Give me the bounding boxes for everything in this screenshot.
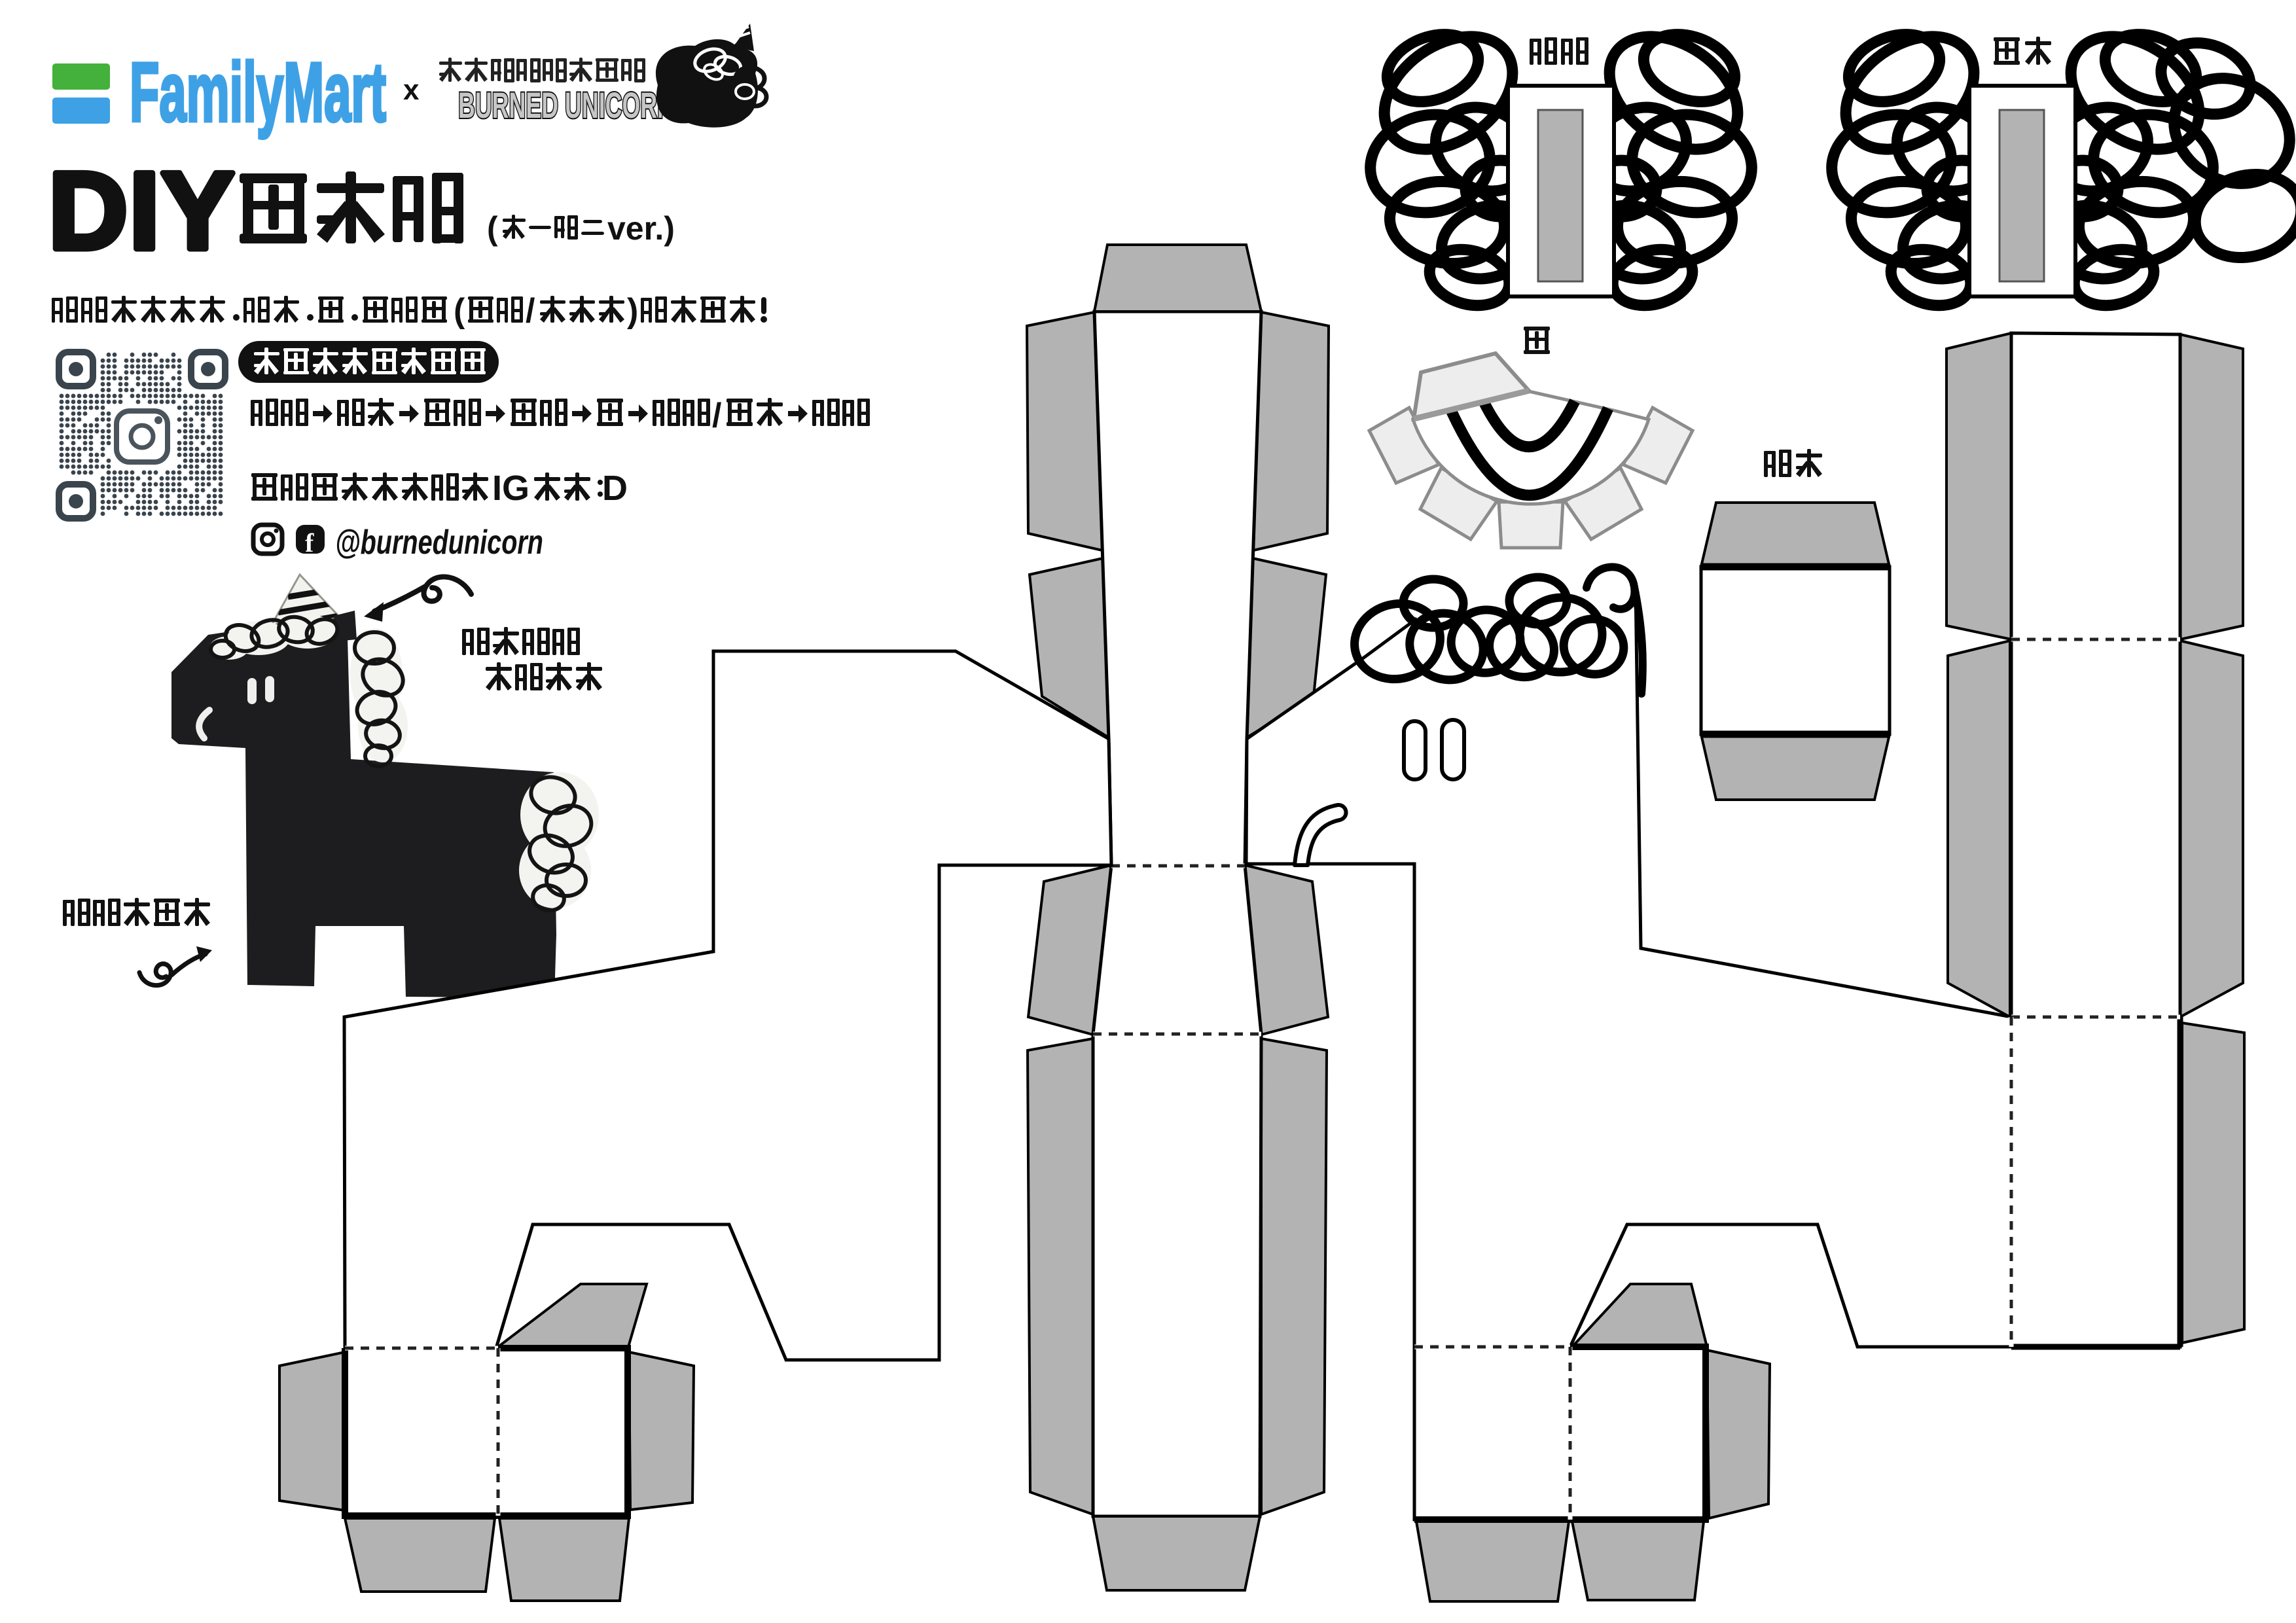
svg-text:ver.): ver.) bbox=[607, 210, 675, 247]
svg-text:f: f bbox=[305, 528, 314, 558]
svg-text:IG: IG bbox=[492, 469, 529, 508]
svg-text:D: D bbox=[602, 469, 628, 508]
svg-text:/: / bbox=[526, 292, 535, 330]
svg-text:BURNED UNICORN: BURNED UNICORN bbox=[458, 84, 674, 126]
svg-text:DIY: DIY bbox=[48, 149, 236, 272]
svg-text:(: ( bbox=[454, 292, 465, 330]
svg-text:): ) bbox=[627, 292, 638, 330]
svg-text:(: ( bbox=[487, 210, 498, 247]
svg-text:FamilyMart: FamilyMart bbox=[130, 46, 386, 139]
svg-text:x: x bbox=[403, 74, 420, 106]
svg-text:/: / bbox=[712, 397, 721, 435]
svg-text:@burnedunicorn: @burnedunicorn bbox=[335, 524, 543, 562]
